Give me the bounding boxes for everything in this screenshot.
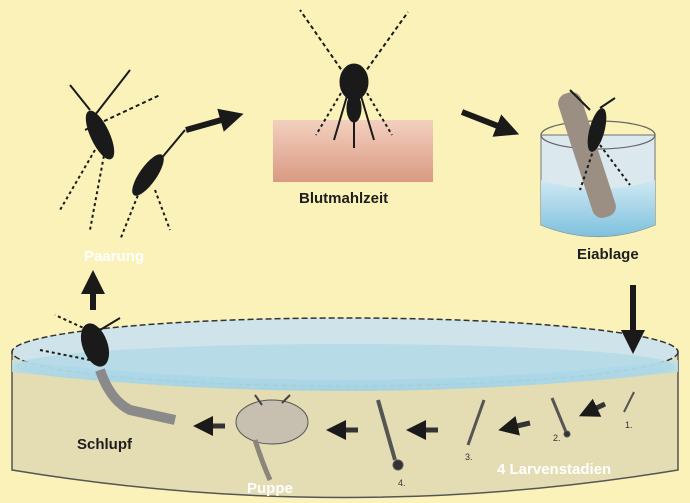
larva-number-4: 4. xyxy=(398,478,406,488)
label-blutmahlzeit: Blutmahlzeit xyxy=(299,190,388,207)
label-larvenstadien: 4 Larvenstadien xyxy=(497,461,611,478)
mosquito-mating-pair xyxy=(60,70,185,240)
arrow-blutmahlzeit-to-eiablage xyxy=(462,112,508,130)
larva-number-1: 1. xyxy=(625,420,633,430)
larva-number-3: 3. xyxy=(465,452,473,462)
label-schlupf: Schlupf xyxy=(77,436,132,453)
label-paarung: Paarung xyxy=(84,248,144,265)
label-puppe: Puppe xyxy=(247,480,293,497)
arrow-paarung-to-blutmahlzeit xyxy=(186,117,232,130)
larva-number-2: 2. xyxy=(553,433,561,443)
label-eiablage: Eiablage xyxy=(577,246,639,263)
